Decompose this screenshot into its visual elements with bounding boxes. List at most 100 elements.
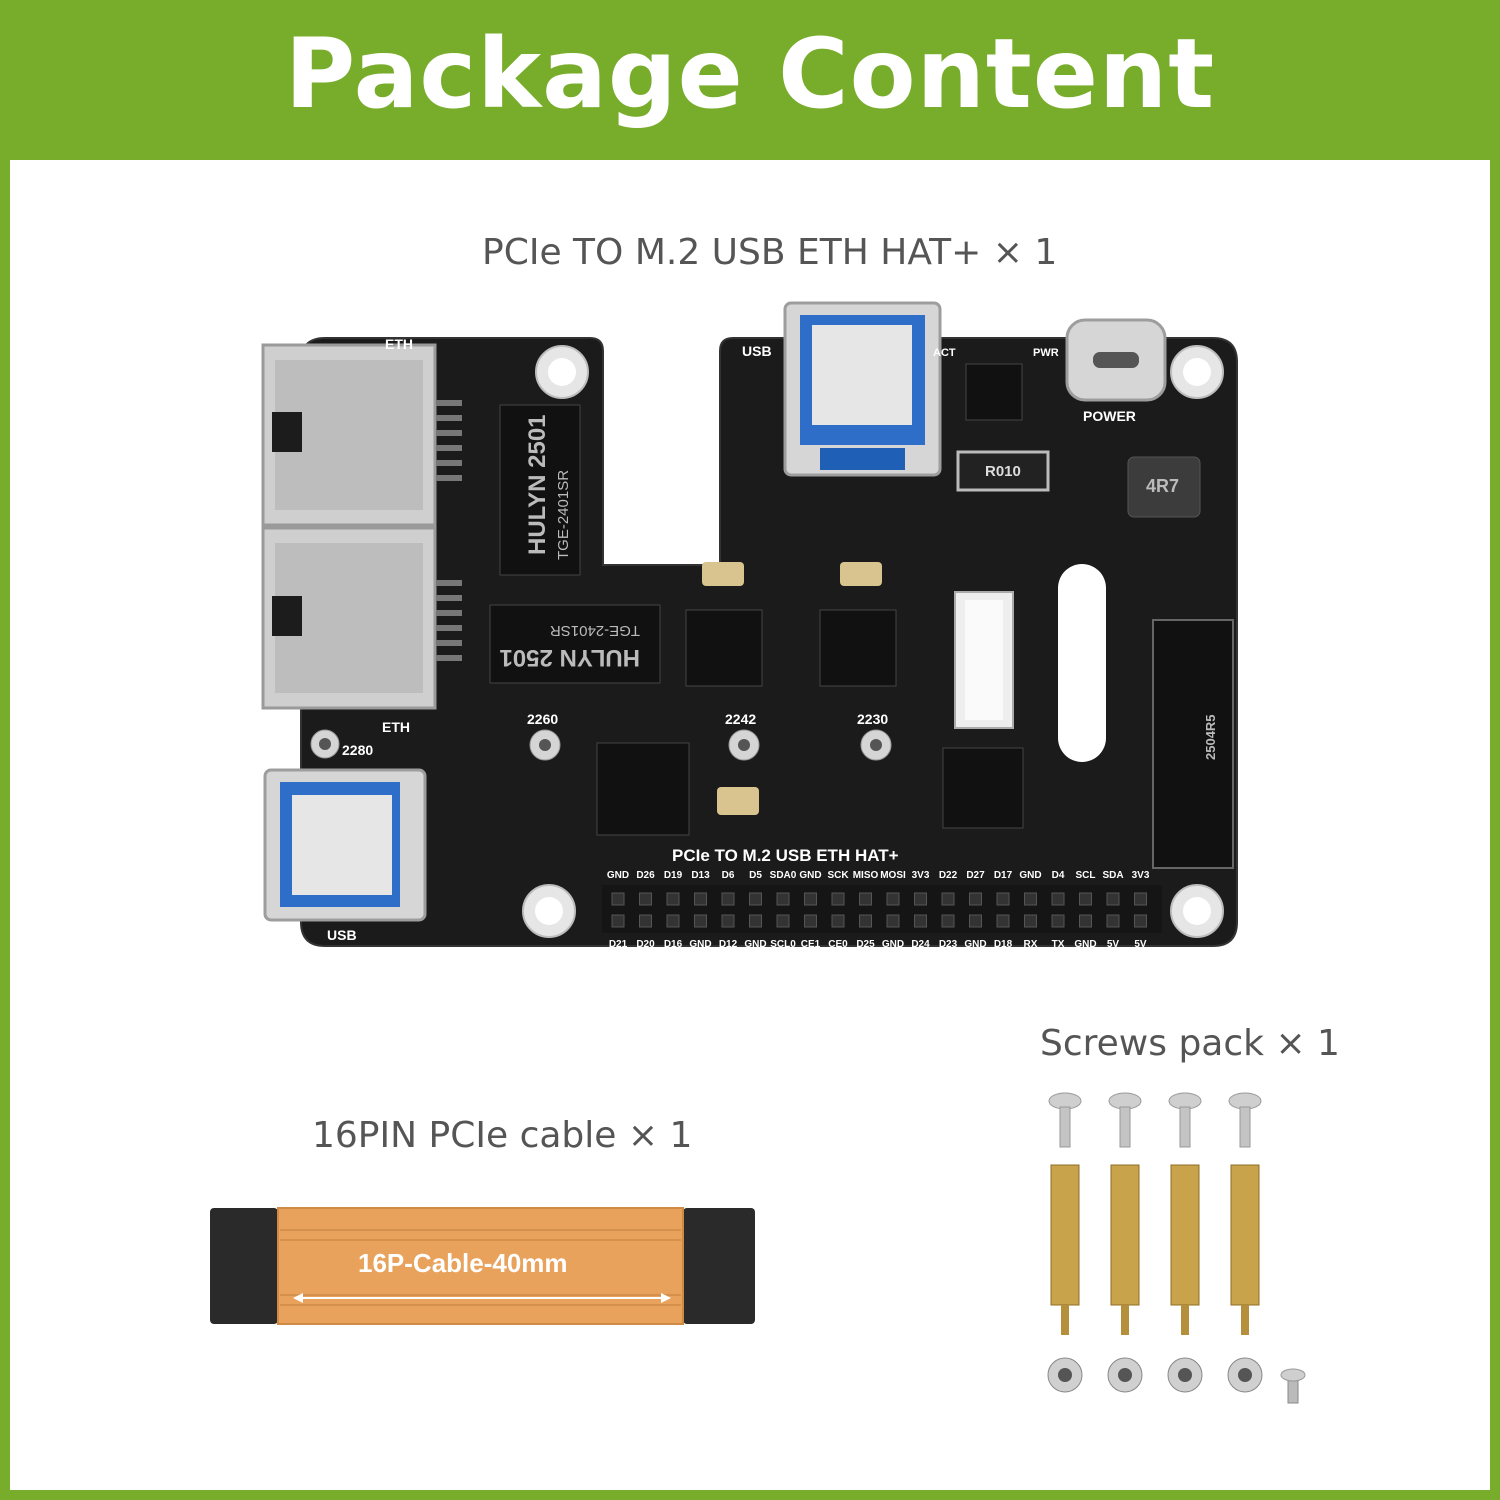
screw-shaft (1239, 1106, 1251, 1148)
cable-label: 16P-Cable-40mm (358, 1248, 568, 1278)
gpio-header (602, 885, 1162, 933)
gpio-label: CE0 (828, 939, 848, 950)
gpio-label: SCK (827, 870, 849, 881)
gpio-label: 5V (1107, 939, 1120, 950)
gpio-pin (721, 892, 735, 906)
screw-shaft (1059, 1106, 1071, 1148)
usbc-port (1065, 318, 1167, 402)
gpio-pin (776, 914, 790, 928)
gpio-pin (694, 914, 707, 928)
nut-hole (1238, 1368, 1252, 1382)
gpio-pin (969, 914, 982, 928)
gpio-pin (941, 892, 955, 906)
gpio-pin (941, 914, 955, 928)
gpio-label: D6 (722, 870, 735, 881)
gpio-pin (1079, 892, 1092, 906)
gpio-pin (694, 892, 707, 906)
gpio-pin (639, 892, 652, 906)
gpio-label: GND (964, 939, 986, 950)
brass-standoff (1050, 1164, 1080, 1306)
gpio-pins (611, 892, 1147, 928)
standoff-2280: 2280 (342, 742, 373, 758)
header-banner: Package Content (0, 0, 1500, 160)
gpio-label: GND (882, 939, 904, 950)
usb-port-left (263, 768, 427, 922)
gpio-label: D13 (691, 870, 710, 881)
board-slot (1058, 564, 1106, 762)
gpio-label: SCL0 (770, 939, 796, 950)
gpio-label: D26 (636, 870, 655, 881)
gpio-label: D25 (856, 939, 875, 950)
transformer-chips (489, 404, 661, 684)
gpio-label: D17 (994, 870, 1013, 881)
eth-label-top: ETH (385, 336, 413, 352)
page-title: Package Content (284, 18, 1216, 130)
gpio-pin (886, 914, 900, 928)
gpio-label: SDA0 (770, 870, 797, 881)
act-label: ACT (933, 347, 956, 359)
gpio-pin (776, 892, 790, 906)
gpio-label: 3V3 (912, 870, 930, 881)
pwr-label: PWR (1033, 347, 1059, 359)
standoff-thread (1181, 1305, 1189, 1335)
gpio-pin (969, 892, 982, 906)
svg-text:2504R5: 2504R5 (1203, 714, 1218, 760)
gpio-label: D5 (749, 870, 762, 881)
gpio-pin (1024, 914, 1037, 928)
gpio-label: D23 (939, 939, 958, 950)
standoff-2230: 2230 (857, 711, 888, 727)
gpio-label: D24 (911, 939, 930, 950)
gpio-pin (611, 892, 625, 906)
gpio-pin (666, 892, 680, 906)
gpio-pin (859, 892, 872, 906)
gpio-pin (859, 914, 872, 928)
gpio-pin (611, 914, 625, 928)
gpio-pin (914, 914, 927, 928)
transformer-part-2: TGE-2401SR (550, 622, 640, 639)
screw-shaft (1179, 1106, 1191, 1148)
power-label: POWER (1083, 408, 1136, 424)
gpio-pin (804, 914, 817, 928)
gpio-pin (996, 914, 1010, 928)
gpio-pin (1134, 892, 1147, 906)
gpio-label: SCL (1076, 870, 1096, 881)
gpio-label: MISO (853, 870, 879, 881)
gpio-label: GND (1074, 939, 1096, 950)
gpio-label: CE1 (801, 939, 821, 950)
gpio-label: GND (607, 870, 629, 881)
gpio-pin (1106, 914, 1120, 928)
gpio-pin (831, 892, 845, 906)
gpio-label: GND (799, 870, 821, 881)
gpio-label: D21 (609, 939, 628, 950)
brass-standoff (1110, 1164, 1140, 1306)
usb-label-top: USB (742, 343, 772, 359)
crystal-3 (717, 787, 759, 815)
usb-label-bottom: USB (327, 927, 357, 943)
crystal-1 (702, 562, 744, 586)
brass-standoff (1230, 1164, 1260, 1306)
gpio-pin (914, 892, 927, 906)
gpio-label: 5V (1134, 939, 1147, 950)
eth-label-bottom: ETH (382, 719, 410, 735)
svg-text:R010: R010 (985, 463, 1021, 480)
gpio-pin (1134, 914, 1147, 928)
gpio-label: GND (744, 939, 766, 950)
ic-chips (596, 363, 1024, 836)
pcie-cable-image: 16P-Cable-40mm (210, 1207, 755, 1325)
standoff-2242: 2242 (725, 711, 756, 727)
gpio-label: GND (1019, 870, 1041, 881)
gpio-pin (721, 914, 735, 928)
screws-pack-image (1047, 1092, 1306, 1404)
nut-hole (1178, 1368, 1192, 1382)
gpio-pin (639, 914, 652, 928)
gpio-label: D18 (994, 939, 1013, 950)
gpio-label: D12 (719, 939, 738, 950)
brass-standoff (1170, 1164, 1200, 1306)
standoff-thread (1061, 1305, 1069, 1335)
standoff-2260: 2260 (527, 711, 558, 727)
gpio-pin (749, 914, 762, 928)
standoff-thread (1121, 1305, 1129, 1335)
crystal-2 (840, 562, 882, 586)
